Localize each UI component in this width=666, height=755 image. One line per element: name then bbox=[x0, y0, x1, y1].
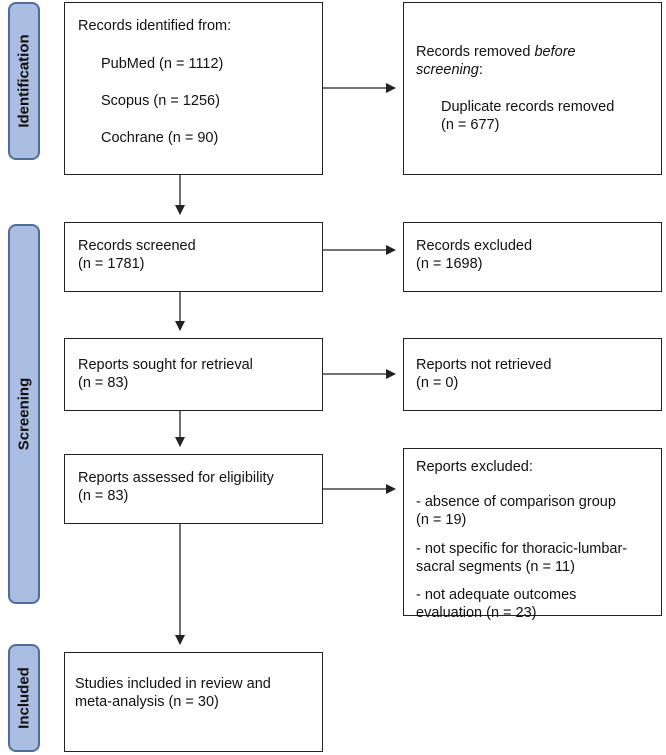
exclusion-reason-1-line2: (n = 19) bbox=[416, 512, 467, 528]
exclusion-reason-2-line1: - not specific for thoracic-lumbar- bbox=[416, 541, 628, 557]
records-removed-box: Records removed before screening: Duplic… bbox=[403, 2, 662, 175]
phase-identification-label: Identification bbox=[15, 34, 33, 128]
records-removed-title-line1: Records removed before bbox=[416, 43, 576, 61]
phase-identification: Identification bbox=[8, 2, 40, 160]
exclusion-reason-1-line1: - absence of comparison group bbox=[416, 494, 616, 510]
cochrane-count: Cochrane (n = 90) bbox=[101, 130, 219, 146]
records-excluded-count: (n = 1698) bbox=[416, 256, 483, 272]
records-screened-box: Records screened (n = 1781) bbox=[64, 222, 323, 292]
phase-included-label: Included bbox=[15, 667, 33, 729]
studies-included-line2: meta-analysis (n = 30) bbox=[75, 694, 219, 710]
reports-sought-label: Reports sought for retrieval bbox=[78, 357, 253, 373]
records-removed-screening: screening bbox=[416, 62, 479, 78]
duplicate-records-label: Duplicate records removed bbox=[441, 99, 615, 115]
records-removed-prefix: Records removed bbox=[416, 44, 535, 60]
records-removed-title-line2: screening: bbox=[416, 61, 483, 79]
records-identified-box: Records identified from: PubMed (n = 111… bbox=[64, 2, 323, 175]
exclusion-reason-2-line2: sacral segments (n = 11) bbox=[416, 559, 575, 575]
records-removed-before: before bbox=[534, 44, 576, 60]
duplicate-records-count: (n = 677) bbox=[441, 117, 500, 133]
records-removed-colon: : bbox=[478, 62, 483, 78]
reports-excluded-title: Reports excluded: bbox=[416, 459, 533, 475]
reports-not-retrieved-label: Reports not retrieved bbox=[416, 357, 552, 373]
records-excluded-box: Records excluded (n = 1698) bbox=[403, 222, 662, 292]
records-screened-label: Records screened bbox=[78, 238, 196, 254]
reports-excluded-box: Reports excluded: - absence of compariso… bbox=[403, 448, 662, 621]
records-excluded-label: Records excluded bbox=[416, 238, 533, 254]
reports-not-retrieved-count: (n = 0) bbox=[416, 375, 459, 391]
phase-screening-label: Screening bbox=[15, 377, 33, 451]
reports-assessed-count: (n = 83) bbox=[78, 488, 129, 504]
reports-sought-count: (n = 83) bbox=[78, 375, 129, 391]
exclusion-reason-3-line2: evaluation (n = 23) bbox=[416, 605, 537, 621]
studies-included-line1: Studies included in review and bbox=[75, 676, 271, 692]
studies-included-box: Studies included in review and meta-anal… bbox=[64, 652, 323, 752]
reports-assessed-box: Reports assessed for eligibility (n = 83… bbox=[64, 454, 323, 524]
scopus-count: Scopus (n = 1256) bbox=[101, 93, 220, 109]
exclusion-reason-3-line1: - not adequate outcomes bbox=[416, 587, 577, 603]
reports-assessed-label: Reports assessed for eligibility bbox=[78, 470, 274, 486]
records-screened-count: (n = 1781) bbox=[78, 256, 145, 272]
reports-sought-box: Reports sought for retrieval (n = 83) bbox=[64, 338, 323, 411]
records-identified-title: Records identified from: bbox=[78, 18, 232, 34]
reports-not-retrieved-box: Reports not retrieved (n = 0) bbox=[403, 338, 662, 411]
phase-screening: Screening bbox=[8, 224, 40, 604]
phase-included: Included bbox=[8, 644, 40, 752]
pubmed-count: PubMed (n = 1112) bbox=[101, 56, 224, 72]
